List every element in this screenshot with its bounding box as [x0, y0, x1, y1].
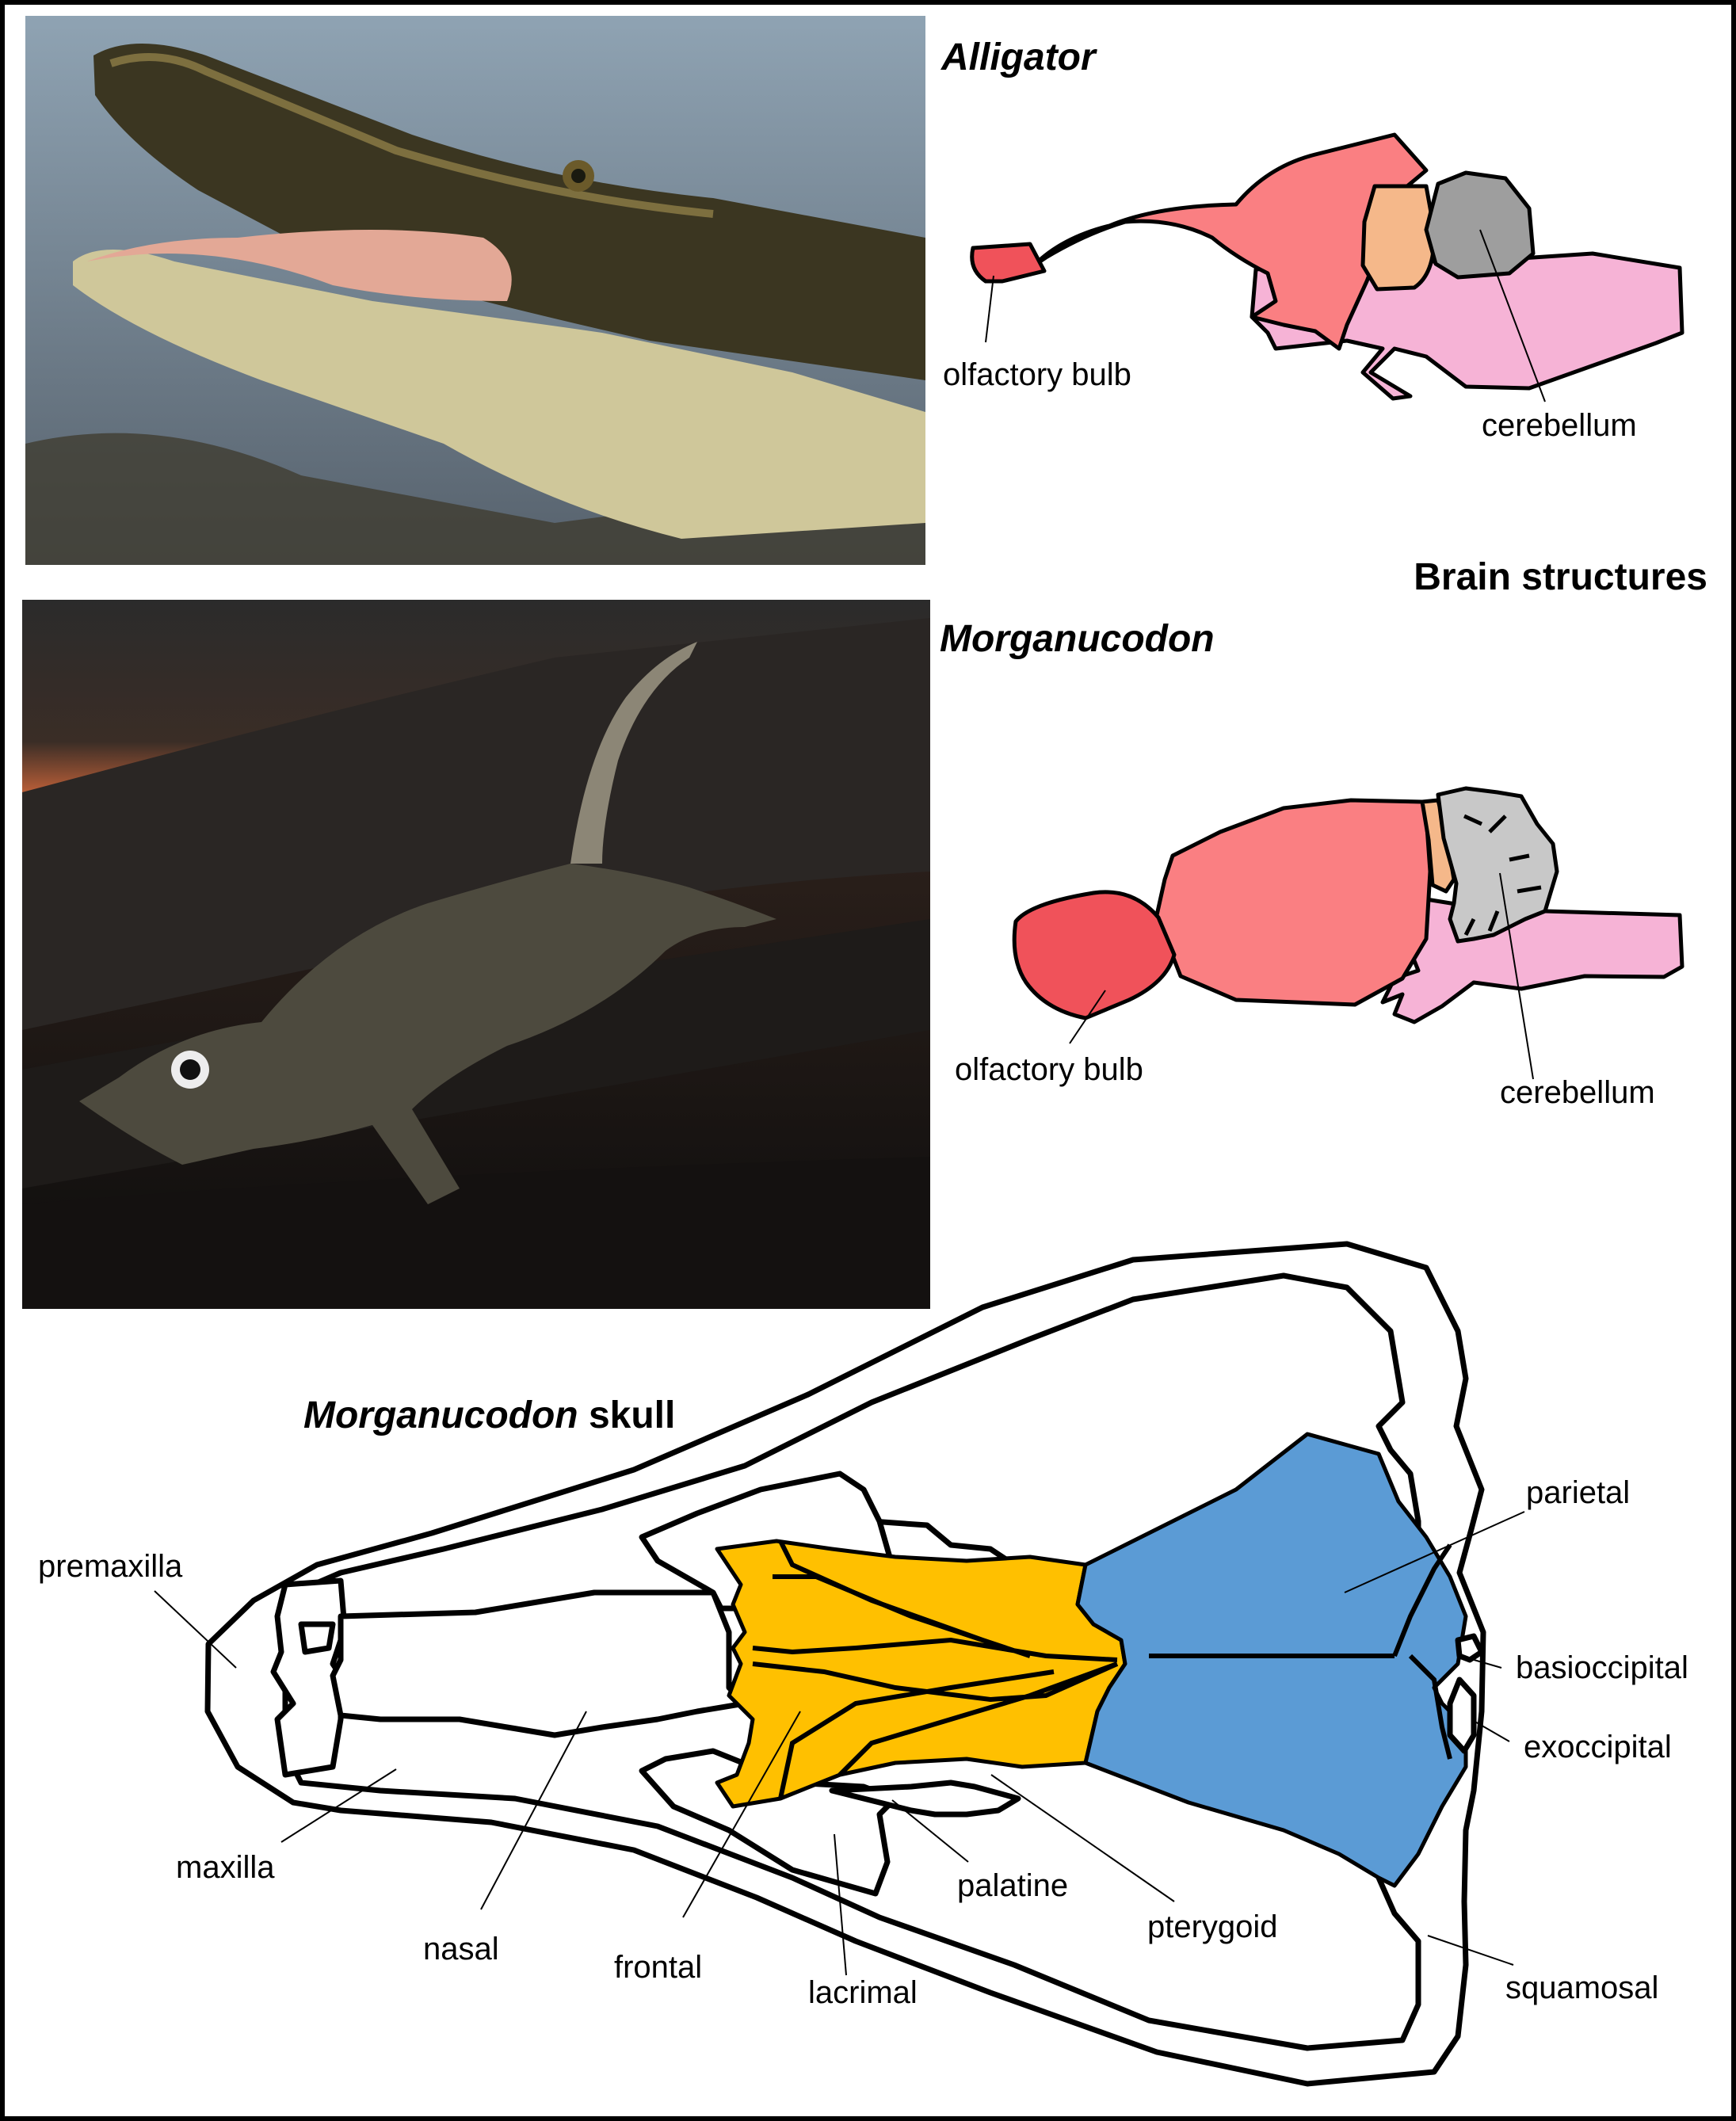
alligator-optic-lobe	[1360, 184, 1436, 292]
maxilla-leader	[280, 1768, 397, 1843]
nasal-bone	[330, 1589, 748, 1738]
morganucodon-title: Morganucodon	[940, 618, 1215, 660]
alligator-title: Alligator	[940, 36, 1097, 78]
morganucodon-cerebellum	[1436, 786, 1559, 944]
lacrimal-label: lacrimal	[808, 1975, 918, 2010]
palatine-bone	[829, 1780, 1021, 1818]
palatine-leader	[891, 1799, 969, 1863]
parietal-label: parietal	[1526, 1475, 1630, 1510]
morganucodon-cerebrum	[1154, 798, 1433, 1007]
exoccipital-label: exoccipital	[1524, 1730, 1672, 1764]
morganucodon-cerebellum-leader	[1499, 872, 1534, 1080]
alligator-olfactory-label: olfactory bulb	[943, 357, 1131, 392]
frontal-label: frontal	[614, 1950, 702, 1985]
basioccipital-leader	[1459, 1655, 1502, 1669]
alligator-olfactory-leader	[985, 275, 994, 343]
alligator-cerebellum-leader	[1479, 229, 1546, 402]
morganucodon-brain-diagram: olfactory bulb cerebellum	[955, 786, 1684, 1110]
morganucodon-tail	[570, 642, 697, 864]
skull-diagram: premaxilla maxilla nasal frontal lacrima…	[38, 1241, 1688, 2087]
alligator-olfactory-bulb	[970, 242, 1047, 284]
maxilla-label: maxilla	[176, 1850, 275, 1885]
alligator-lower-jaw	[73, 250, 925, 539]
basioccipital-label: basioccipital	[1516, 1650, 1688, 1685]
skull-title-rest: skull	[578, 1394, 676, 1436]
alligator-cerebrum	[1032, 132, 1429, 351]
alligator-upper-jaw	[93, 44, 925, 380]
premaxilla-leader	[154, 1590, 237, 1669]
pterygoid-leader	[990, 1774, 1175, 1902]
skull-title-italic: Morganucodon	[303, 1394, 578, 1436]
parietal-leader	[1344, 1511, 1525, 1593]
alligator-cerebellum-label: cerebellum	[1482, 408, 1637, 443]
frontal-bone	[715, 1539, 1127, 1809]
morganucodon-olfactory-bulb	[1012, 890, 1177, 1020]
morganucodon-olfactory-label: olfactory bulb	[955, 1052, 1143, 1087]
alligator-photo	[25, 16, 925, 565]
frontal-leader	[682, 1711, 801, 1918]
squamosal-label: squamosal	[1505, 1970, 1658, 2005]
premaxilla-label: premaxilla	[38, 1549, 183, 1584]
alligator-brain-diagram: olfactory bulb cerebellum	[943, 132, 1684, 443]
maxilla-bone	[298, 1621, 336, 1655]
skull-title: Morganucodon skull	[303, 1394, 675, 1436]
exoccipital-leader	[1473, 1720, 1510, 1742]
brain-structures-heading: Brain structures	[1414, 556, 1707, 598]
morganucodon-illustration	[22, 600, 930, 1309]
lacrimal-leader	[834, 1833, 847, 1976]
basioccipital-bone	[1455, 1633, 1485, 1663]
alligator-mouth	[87, 230, 512, 301]
alligator-cerebellum	[1424, 170, 1536, 280]
palatine-label: palatine	[957, 1868, 1068, 1903]
nasal-leader	[480, 1711, 587, 1910]
nasal-label: nasal	[423, 1932, 499, 1967]
lacrimal-bone	[639, 1748, 899, 1897]
morganucodon-olfactory-leader	[1069, 990, 1106, 1044]
morganucodon-cerebellum-label: cerebellum	[1500, 1075, 1655, 1110]
exoccipital-bone	[1447, 1677, 1477, 1754]
pterygoid-label: pterygoid	[1147, 1909, 1278, 1944]
parietal-bone	[1075, 1432, 1468, 1888]
morganucodon-body	[79, 864, 776, 1204]
squamosal-leader	[1427, 1935, 1514, 1966]
